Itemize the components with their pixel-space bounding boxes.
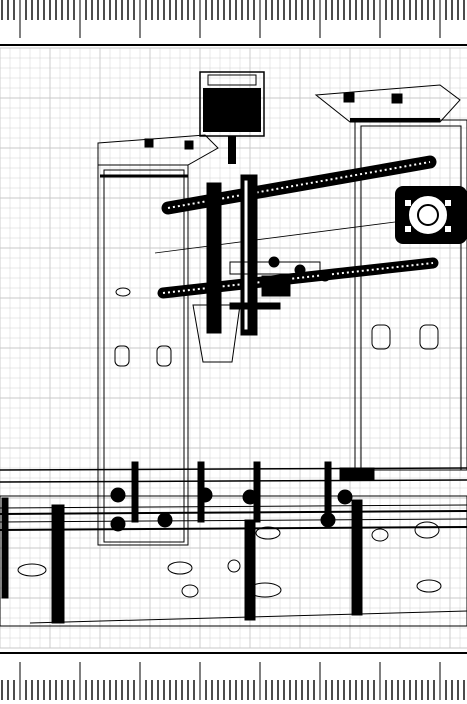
stepper-motor-top [199,71,265,164]
top-border [0,44,467,46]
top-ruler [0,0,467,40]
bottom-ruler-ticks [1,662,465,700]
top-ruler-ticks [1,0,465,38]
bottom-ruler [0,658,467,700]
left-tower [97,134,219,546]
stepper-motor-side [395,186,467,244]
bottom-border [0,652,467,654]
carriage [192,174,331,363]
thin-guide-line [154,221,396,254]
right-tower [314,84,467,471]
base-frame [0,461,467,627]
